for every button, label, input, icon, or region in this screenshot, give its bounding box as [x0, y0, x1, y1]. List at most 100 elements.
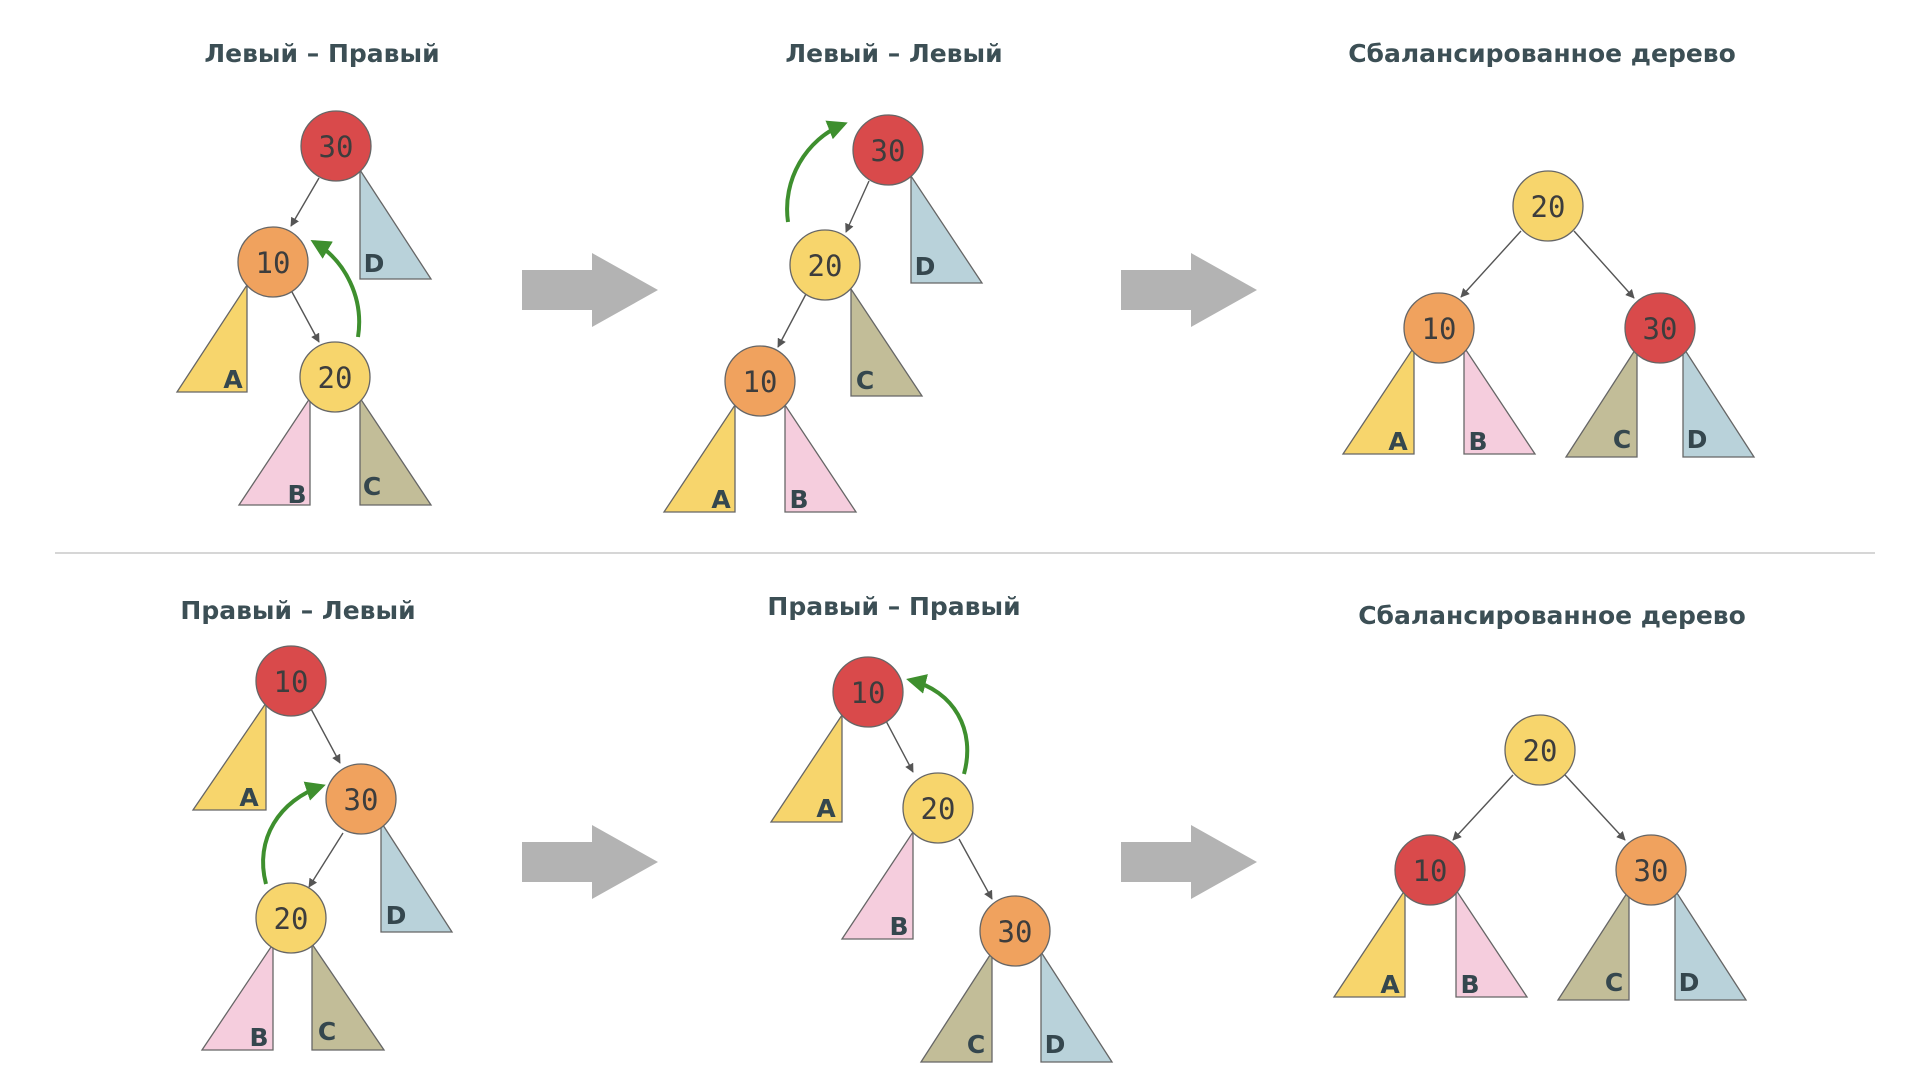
subtree-label: C: [1613, 425, 1631, 454]
tree-node: [902, 772, 974, 844]
panel-right-right: Правый – Правый A B C D 10 20 30: [767, 592, 1114, 1063]
node-label: 20: [318, 361, 353, 395]
tree-node: [325, 763, 397, 835]
subtree-triangle: [359, 395, 433, 506]
subtree-triangle: [1556, 887, 1630, 1001]
tree-node: [1403, 292, 1475, 364]
tree-node: [299, 341, 371, 413]
node-label: 20: [1523, 734, 1558, 768]
tree-edge: [1452, 774, 1514, 841]
tree-node: [255, 645, 327, 717]
subtree-triangle: [311, 941, 386, 1051]
panel-title: Сбалансированное дерево: [1358, 601, 1746, 630]
node-label: 30: [319, 130, 354, 164]
tree-node: [852, 114, 924, 186]
node-label: 10: [1422, 312, 1457, 346]
node-label: 30: [344, 783, 379, 817]
tree-node: [789, 229, 861, 301]
node-label: 10: [851, 676, 886, 710]
subtree-label: A: [239, 783, 259, 812]
subtree-triangle: [1341, 344, 1415, 455]
subtree-triangle: [359, 167, 433, 280]
subtree-label: C: [363, 472, 381, 501]
transition-arrow: [522, 253, 658, 327]
subtree-triangle: [769, 712, 843, 823]
subtree-label: B: [1460, 970, 1479, 999]
tree-node: [1615, 834, 1687, 906]
node-label: 30: [871, 134, 906, 168]
subtree-triangle: [1564, 344, 1638, 458]
subtree-triangle: [200, 941, 274, 1051]
panel-left-left: Левый – Левый D C A B 30 20 10: [662, 39, 1003, 514]
panel-title: Правый – Правый: [767, 592, 1020, 621]
subtree-triangle: [1332, 887, 1406, 998]
rotation-arrow: [261, 781, 326, 885]
subtree-triangle: [1674, 887, 1748, 1001]
panel-right-left: Правый – Левый A D B C 10 30 20: [180, 596, 454, 1052]
subtree-label: C: [318, 1017, 336, 1046]
node-label: 30: [998, 915, 1033, 949]
tree-edge: [845, 180, 870, 233]
tree-edge: [308, 832, 344, 888]
subtree-label: A: [816, 794, 836, 823]
subtree-label: B: [1468, 427, 1487, 456]
panel-title: Сбалансированное дерево: [1348, 39, 1736, 68]
subtree-label: B: [287, 480, 306, 509]
tree-node: [1504, 714, 1576, 786]
subtree-triangle: [380, 819, 454, 933]
tree-edge: [884, 718, 914, 773]
subtree-label: D: [1045, 1030, 1066, 1059]
subtree-label: C: [1605, 968, 1623, 997]
subtree-triangle: [840, 829, 914, 940]
tree-node: [1624, 292, 1696, 364]
subtree-label: D: [364, 249, 385, 278]
subtree-triangle: [662, 402, 736, 513]
panel-left-right: Левый – Правый D A B C 30 10 20: [175, 39, 440, 509]
subtree-label: A: [223, 365, 243, 394]
subtree-label: B: [249, 1023, 268, 1052]
tree-node: [832, 656, 904, 728]
subtree-label: D: [915, 252, 936, 281]
subtree-label: D: [386, 901, 407, 930]
panel-title: Правый – Левый: [180, 596, 415, 625]
subtree-label: A: [1380, 970, 1400, 999]
subtree-triangle: [1682, 344, 1756, 458]
node-label: 30: [1643, 312, 1678, 346]
tree-node: [255, 882, 327, 954]
rotation-arrow: [906, 674, 970, 775]
transition-arrow: [522, 825, 658, 899]
node-label: 20: [274, 902, 309, 936]
tree-node: [1512, 170, 1584, 242]
subtree-label: B: [889, 912, 908, 941]
subtree-label: A: [1388, 427, 1408, 456]
subtree-triangle: [784, 402, 858, 513]
panel-title: Левый – Левый: [785, 39, 1002, 68]
node-label: 20: [1531, 190, 1566, 224]
subtree-triangle: [1040, 949, 1114, 1063]
tree-edge: [1460, 230, 1522, 298]
subtree-triangle: [191, 700, 267, 811]
subtree-label: C: [856, 366, 874, 395]
subtree-label: D: [1687, 425, 1708, 454]
subtree-triangle: [175, 282, 248, 393]
node-label: 20: [921, 792, 956, 826]
subtree-triangle: [850, 286, 924, 397]
node-label: 10: [743, 365, 778, 399]
tree-edge: [290, 177, 320, 227]
transition-arrow: [1121, 253, 1257, 327]
tree-node: [979, 895, 1051, 967]
subtree-label: B: [789, 485, 808, 514]
panel-balanced-bottom: Сбалансированное дерево A B C D 20 10 30: [1332, 601, 1748, 1001]
tree-node: [1394, 834, 1466, 906]
panel-title: Левый – Правый: [204, 39, 439, 68]
node-label: 10: [256, 246, 291, 280]
transition-arrow: [1121, 825, 1257, 899]
tree-edge: [309, 706, 341, 764]
panel-balanced-top: Сбалансированное дерево A B C D 20 10 30: [1341, 39, 1756, 458]
subtree-triangle: [1463, 344, 1537, 455]
node-label: 10: [1413, 854, 1448, 888]
tree-edge: [1573, 230, 1635, 299]
rotation-arrow: [785, 120, 848, 223]
subtree-triangle: [1455, 887, 1529, 998]
